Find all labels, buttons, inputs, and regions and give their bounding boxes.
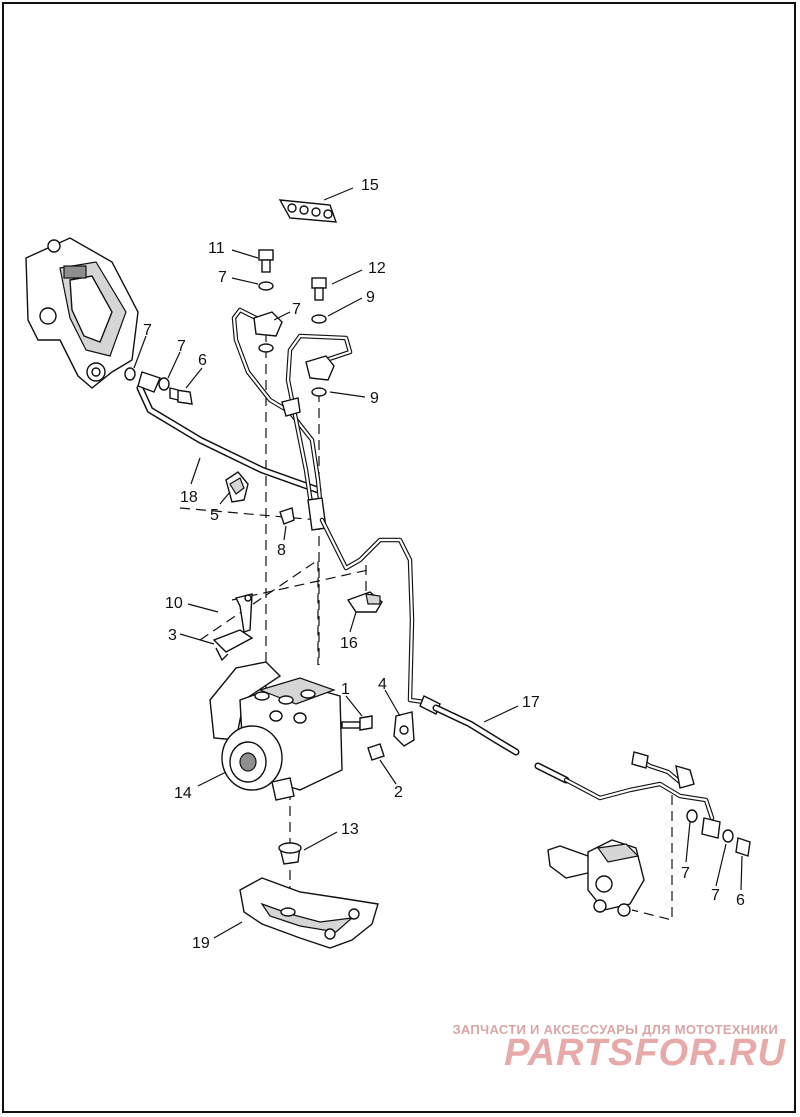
callout-17: 17 xyxy=(522,694,540,711)
assembly-dashed-lines xyxy=(179,332,673,921)
part-14-abs-module xyxy=(209,661,361,801)
callout-9: 9 xyxy=(366,289,375,306)
callout-7: 7 xyxy=(177,338,186,355)
abs-fasteners xyxy=(359,711,415,761)
part-13-rubber-mount xyxy=(278,842,302,865)
callout-18: 18 xyxy=(180,489,198,506)
callout-7: 7 xyxy=(218,269,227,286)
callout-14: 14 xyxy=(174,785,192,802)
callout-4: 4 xyxy=(378,676,387,693)
callout-5: 5 xyxy=(210,507,219,524)
callout-13: 13 xyxy=(341,821,359,838)
watermark-logo: PARTSFOR.RU xyxy=(504,1032,786,1074)
front-brake-caliper xyxy=(25,237,139,389)
caliper-fittings xyxy=(124,367,193,405)
part-19-abs-bracket xyxy=(239,877,379,949)
callout-7: 7 xyxy=(292,301,301,318)
callout-19: 19 xyxy=(192,935,210,952)
part-16-clip xyxy=(346,591,383,613)
part-17-rear-brake-line xyxy=(419,695,751,857)
callout-labels: 15 11 12 7 7 9 9 7 7 6 18 5 8 10 3 16 1 … xyxy=(143,177,745,952)
part-10-bracket xyxy=(234,593,253,633)
callout-11: 11 xyxy=(208,240,225,257)
callout-6: 6 xyxy=(736,892,745,909)
callout-7: 7 xyxy=(681,865,690,882)
callout-10: 10 xyxy=(165,595,183,612)
callout-9: 9 xyxy=(370,390,379,407)
callout-7: 7 xyxy=(711,887,720,904)
part-8-grommet xyxy=(279,507,295,525)
watermark-tagline: ЗАПЧАСТИ И АКСЕССУАРЫ ДЛЯ МОТОТЕХНИКИ xyxy=(452,1022,778,1037)
callout-12: 12 xyxy=(368,260,386,277)
rear-master-cylinder xyxy=(547,839,645,917)
banjo-bolts-and-washers xyxy=(253,249,335,397)
part-15-hose-clip-strip xyxy=(278,199,338,223)
center-brake-lines xyxy=(231,307,427,705)
part-3-clamp xyxy=(212,629,254,662)
callout-3: 3 xyxy=(168,627,177,644)
leader-lines xyxy=(133,187,743,939)
callout-2: 2 xyxy=(394,784,403,801)
callout-15: 15 xyxy=(361,177,379,194)
part-5-hose-clip xyxy=(225,471,249,503)
callout-7: 7 xyxy=(143,322,152,339)
part-18-front-brake-hose xyxy=(136,371,322,494)
callout-8: 8 xyxy=(277,542,286,559)
callout-6: 6 xyxy=(198,352,207,369)
callout-1: 1 xyxy=(341,681,350,698)
callout-16: 16 xyxy=(340,635,358,652)
